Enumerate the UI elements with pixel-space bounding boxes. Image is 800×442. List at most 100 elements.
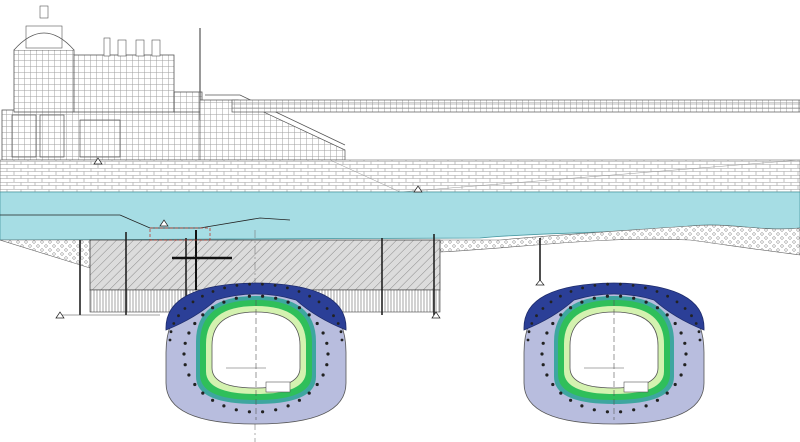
anchor-dot bbox=[673, 382, 677, 387]
anchor-dot bbox=[297, 306, 301, 310]
anchor-dot-outer bbox=[336, 322, 340, 325]
anchor-dot bbox=[193, 321, 197, 326]
anchor-dot bbox=[605, 410, 610, 414]
anchor-dot bbox=[326, 352, 330, 356]
anchor-dot bbox=[315, 321, 319, 326]
track-bed bbox=[265, 381, 291, 393]
historic-building-facade bbox=[1, 5, 208, 161]
anchor-dot-outer bbox=[694, 322, 698, 325]
anchor-dot bbox=[632, 296, 636, 300]
tunnels bbox=[165, 282, 705, 425]
anchor-dot-outer bbox=[619, 282, 622, 286]
anchor-dot-outer bbox=[191, 300, 195, 304]
anchor-dot-outer bbox=[631, 284, 635, 287]
anchor-dot bbox=[592, 296, 596, 300]
anchor-dot-outer bbox=[317, 300, 321, 304]
anchor-dot bbox=[193, 382, 197, 387]
anchor-dot bbox=[201, 313, 205, 317]
anchor-dot bbox=[325, 341, 329, 345]
anchor-dot bbox=[559, 313, 563, 317]
anchor-dot bbox=[605, 294, 610, 298]
anchor-dot bbox=[187, 331, 191, 335]
anchor-dot bbox=[321, 331, 325, 335]
anchor-dot-outer bbox=[297, 290, 301, 293]
anchor-dot bbox=[286, 300, 290, 304]
anchor-dot bbox=[307, 391, 311, 395]
anchor-dot bbox=[315, 382, 319, 387]
anchor-dot bbox=[325, 363, 329, 367]
anchor-dot bbox=[540, 352, 544, 356]
anchor-dot bbox=[632, 408, 636, 412]
anchor-dot bbox=[307, 313, 311, 317]
anchor-dot bbox=[297, 398, 301, 402]
anchor-dot-outer bbox=[201, 294, 204, 298]
anchor-dot-outer bbox=[183, 307, 187, 310]
anchor-dot bbox=[222, 404, 226, 408]
anchor-dot-outer bbox=[666, 294, 669, 298]
grout-crown bbox=[523, 282, 705, 331]
anchor-dot bbox=[541, 363, 545, 367]
anchor-dot-outer bbox=[581, 286, 584, 290]
anchor-dot bbox=[274, 408, 278, 412]
anchor-dot bbox=[274, 296, 278, 300]
anchor-dot bbox=[679, 331, 683, 335]
anchor-dot-outer bbox=[697, 330, 701, 334]
anchor-dot-outer bbox=[569, 290, 573, 293]
anchor-dot bbox=[569, 306, 573, 310]
anchor-dot bbox=[580, 300, 584, 304]
anchor-dot-outer bbox=[698, 338, 702, 342]
anchor-dot bbox=[222, 300, 226, 304]
anchor-dot bbox=[321, 373, 325, 377]
anchor-dot-outer bbox=[535, 314, 538, 318]
anchor-dot-outer bbox=[675, 300, 679, 304]
anchor-dot-outer bbox=[593, 284, 597, 287]
anchor-dot bbox=[559, 391, 563, 395]
anchor-dot-outer bbox=[286, 286, 289, 290]
anchor-dot bbox=[683, 341, 687, 345]
anchor-dot-outer bbox=[340, 338, 344, 342]
anchor-dot bbox=[619, 294, 623, 298]
anchor-dot-outer bbox=[172, 322, 176, 325]
anchor-dot-outer bbox=[273, 284, 277, 287]
anchor-dot bbox=[655, 306, 660, 310]
anchor-dot-outer bbox=[644, 286, 647, 290]
anchor-dot bbox=[183, 363, 187, 367]
anchor-dot bbox=[644, 300, 648, 304]
tunnel-left bbox=[165, 282, 347, 425]
anchor-dot bbox=[679, 373, 683, 377]
anchor-dot bbox=[619, 410, 623, 414]
anchor-dot-outer bbox=[211, 290, 215, 293]
anchor-dot bbox=[541, 341, 545, 345]
anchor-dot bbox=[551, 321, 555, 326]
anchor-dot bbox=[580, 404, 584, 408]
anchor-dot bbox=[683, 363, 687, 367]
anchor-dot bbox=[183, 341, 187, 345]
anchor-dot-outer bbox=[527, 330, 531, 334]
anchor-dot-outer bbox=[332, 314, 335, 318]
anchor-dot bbox=[569, 398, 573, 402]
anchor-dot bbox=[644, 404, 648, 408]
anchor-dot bbox=[211, 398, 215, 402]
anchor-dot-outer bbox=[541, 307, 545, 310]
anchor-dot bbox=[247, 410, 251, 414]
anchor-dot bbox=[684, 352, 688, 356]
anchor-dot bbox=[182, 352, 186, 356]
anchor-dot bbox=[673, 321, 677, 326]
anchor-dot bbox=[545, 373, 549, 377]
anchor-dot-outer bbox=[559, 294, 562, 298]
anchor-dot bbox=[655, 398, 660, 402]
anchor-dot bbox=[201, 391, 205, 395]
anchor-dot-outer bbox=[168, 338, 172, 342]
track-bed bbox=[623, 381, 649, 393]
tunnel-right bbox=[523, 282, 705, 425]
anchor-dot-outer bbox=[690, 314, 693, 318]
anchor-dot-outer bbox=[177, 314, 180, 318]
anchor-dot-outer bbox=[655, 290, 659, 293]
anchor-dot-outer bbox=[339, 330, 343, 334]
anchor-dot-outer bbox=[683, 307, 687, 310]
anchor-dot-outer bbox=[223, 286, 227, 290]
anchor-dot bbox=[665, 391, 669, 395]
anchor-dot bbox=[261, 294, 265, 298]
